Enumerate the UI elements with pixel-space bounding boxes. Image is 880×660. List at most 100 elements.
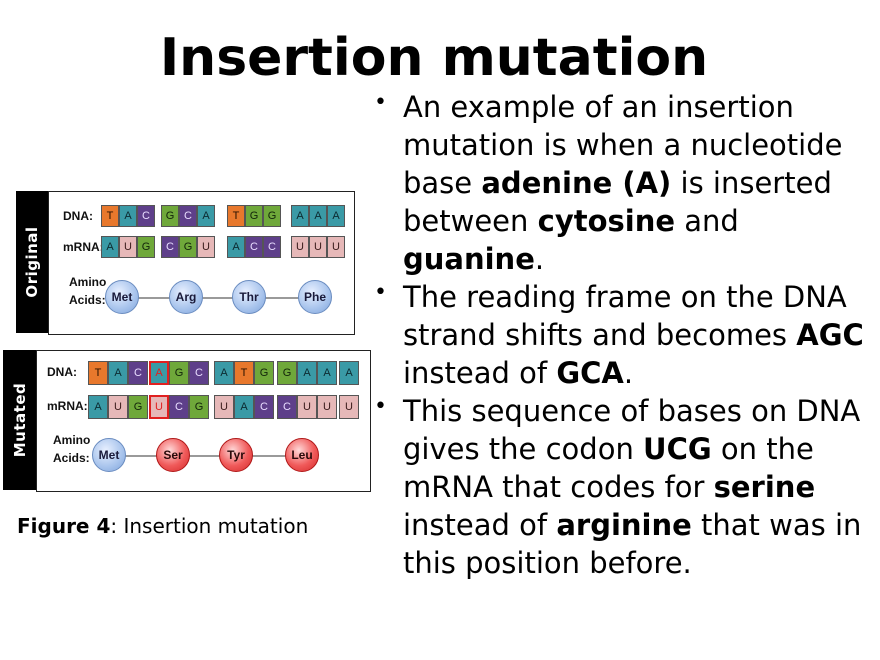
dna-base-A: A bbox=[149, 361, 169, 385]
amino-acid-arg: Arg bbox=[169, 280, 203, 314]
dna-base-A: A bbox=[339, 361, 359, 385]
original-label-text: Original bbox=[23, 226, 41, 298]
dna-base-T: T bbox=[101, 205, 119, 227]
amino-acid-leu: Leu bbox=[285, 438, 319, 472]
mrna-base-U: U bbox=[339, 395, 359, 419]
bullet-bold-text: guanine bbox=[403, 242, 535, 276]
bullet-text: The reading frame on the DNA strand shif… bbox=[403, 280, 847, 352]
dna-base-A: A bbox=[197, 205, 215, 227]
dna-base-A: A bbox=[214, 361, 234, 385]
bullet-bold-text: GCA bbox=[556, 356, 624, 390]
mrna-base-C: C bbox=[161, 236, 179, 258]
bullet-text: is inserted between bbox=[403, 166, 832, 238]
amino-acid-thr: Thr bbox=[232, 280, 266, 314]
dna-base-G: G bbox=[277, 361, 297, 385]
mrna-base-G: G bbox=[179, 236, 197, 258]
amino-chain-line bbox=[109, 455, 302, 457]
acids-row-label: Acids: bbox=[53, 451, 90, 465]
mrna-base-U: U bbox=[197, 236, 215, 258]
mrna-base-G: G bbox=[128, 395, 148, 419]
figure-caption: Figure 4: Insertion mutation bbox=[17, 513, 308, 539]
dna-base-C: C bbox=[189, 361, 209, 385]
dna-base-A: A bbox=[309, 205, 327, 227]
mrna-base-A: A bbox=[88, 395, 108, 419]
bullet-bold-text: AGC bbox=[796, 318, 864, 352]
dna-base-G: G bbox=[161, 205, 179, 227]
mrna-base-A: A bbox=[234, 395, 254, 419]
bullet-bold-text: UCG bbox=[643, 432, 712, 466]
mrna-base-C: C bbox=[169, 395, 189, 419]
bullet-dot: • bbox=[374, 280, 387, 305]
mrna-row-label: mRNA: bbox=[63, 240, 104, 254]
mrna-base-U: U bbox=[317, 395, 337, 419]
bullet-bold-text: cytosine bbox=[537, 204, 676, 238]
dna-base-G: G bbox=[263, 205, 281, 227]
dna-row-label: DNA: bbox=[47, 365, 77, 379]
mrna-base-G: G bbox=[137, 236, 155, 258]
dna-base-A: A bbox=[297, 361, 317, 385]
mrna-base-U: U bbox=[108, 395, 128, 419]
bullet-text: instead of bbox=[403, 356, 557, 390]
bullet-text: instead of bbox=[403, 508, 557, 542]
caption-text: : Insertion mutation bbox=[110, 514, 309, 538]
dna-base-A: A bbox=[327, 205, 345, 227]
bullet-dot: • bbox=[374, 394, 387, 419]
dna-row-label: DNA: bbox=[63, 209, 93, 223]
mrna-row-label: mRNA: bbox=[47, 399, 88, 413]
mrna-base-U: U bbox=[327, 236, 345, 258]
bullet-text: on the mRNA that codes for bbox=[403, 432, 814, 504]
bullet-text: that was in this position before. bbox=[403, 508, 862, 580]
bullet-text: . bbox=[534, 242, 545, 276]
bullet-text: This sequence of bases on DNA gives the … bbox=[403, 394, 861, 466]
dna-base-C: C bbox=[128, 361, 148, 385]
slide-title: Insertion mutation bbox=[159, 28, 709, 88]
mrna-base-A: A bbox=[227, 236, 245, 258]
mrna-base-C: C bbox=[245, 236, 263, 258]
mrna-base-U: U bbox=[119, 236, 137, 258]
bullet-bold-text: adenine (A) bbox=[481, 166, 672, 200]
bullet-item: • The reading frame on the DNA strand shi… bbox=[374, 278, 874, 392]
amino-row-label: Amino bbox=[53, 433, 91, 447]
caption-figure-number: Figure 4 bbox=[17, 514, 111, 538]
bullet-text: An example of an insertion mutation is w… bbox=[403, 90, 843, 200]
dna-base-G: G bbox=[245, 205, 263, 227]
bullet-bold-text: serine bbox=[713, 470, 816, 504]
mrna-base-U: U bbox=[297, 395, 317, 419]
mrna-base-A: A bbox=[101, 236, 119, 258]
mrna-base-G: G bbox=[189, 395, 209, 419]
bullet-item: • This sequence of bases on DNA gives the… bbox=[374, 392, 874, 582]
bullet-list: • An example of an insertion mutation is … bbox=[374, 88, 874, 582]
dna-base-A: A bbox=[108, 361, 128, 385]
dna-base-G: G bbox=[254, 361, 274, 385]
mrna-base-C: C bbox=[263, 236, 281, 258]
bullet-text: and bbox=[675, 204, 739, 238]
bullet-item: • An example of an insertion mutation is … bbox=[374, 88, 874, 278]
amino-row-label: Amino bbox=[69, 275, 107, 289]
original-side-label: Original bbox=[16, 191, 48, 333]
dna-base-C: C bbox=[137, 205, 155, 227]
bullet-text: . bbox=[623, 356, 634, 390]
mutated-label-text: Mutated bbox=[10, 382, 29, 458]
dna-base-G: G bbox=[169, 361, 189, 385]
mutated-side-label: Mutated bbox=[3, 350, 36, 490]
amino-acid-met: Met bbox=[105, 280, 139, 314]
dna-base-A: A bbox=[119, 205, 137, 227]
mrna-base-U: U bbox=[309, 236, 327, 258]
acids-row-label: Acids: bbox=[69, 293, 106, 307]
dna-base-T: T bbox=[88, 361, 108, 385]
mrna-base-C: C bbox=[254, 395, 274, 419]
amino-acid-ser: Ser bbox=[156, 438, 190, 472]
mrna-base-C: C bbox=[277, 395, 297, 419]
amino-acid-met: Met bbox=[92, 438, 126, 472]
dna-base-T: T bbox=[227, 205, 245, 227]
amino-acid-phe: Phe bbox=[298, 280, 332, 314]
dna-base-C: C bbox=[179, 205, 197, 227]
dna-base-T: T bbox=[234, 361, 254, 385]
mrna-base-U: U bbox=[214, 395, 234, 419]
amino-chain-line bbox=[122, 297, 315, 299]
mrna-base-U: U bbox=[291, 236, 309, 258]
bullet-dot: • bbox=[374, 90, 387, 115]
dna-base-A: A bbox=[317, 361, 337, 385]
